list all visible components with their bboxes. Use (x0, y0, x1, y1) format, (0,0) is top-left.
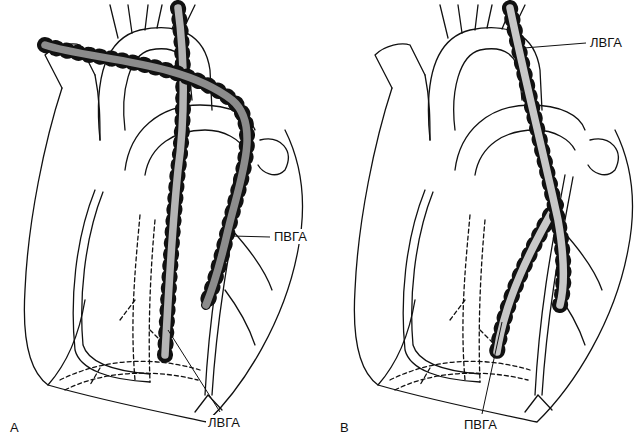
grafts (45, 8, 564, 355)
graft-label: ПВГА (462, 417, 499, 432)
panel-letter: В (338, 420, 351, 435)
graft-label: ЛВГА (206, 415, 242, 430)
graft-label: ЛВГА (588, 35, 624, 50)
leader-lines (168, 43, 586, 414)
panel-letter: А (8, 420, 21, 435)
heart-a (24, 5, 302, 422)
graft-label: ПВГА (272, 229, 309, 244)
heart-b (354, 5, 632, 422)
